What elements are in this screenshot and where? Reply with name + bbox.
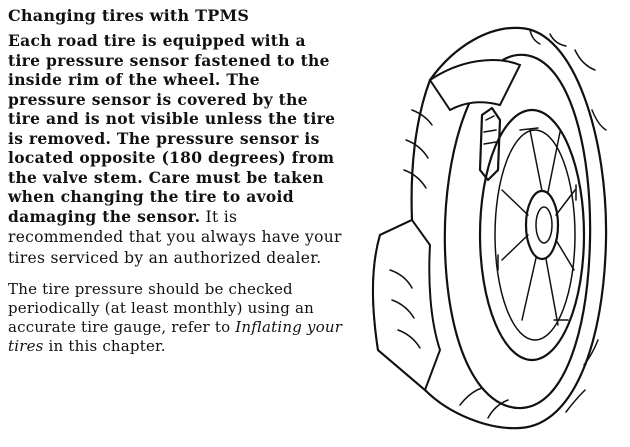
text-column: Changing tires with TPMS Each road tire …: [8, 6, 343, 356]
tire-cutaway-illustration: [370, 20, 610, 435]
inflating-tires-reference: Inflating your tires: [8, 318, 343, 355]
sensor-warning-text: Each road tire is equipped with a tire p…: [8, 31, 336, 226]
chapter-reference-text: in this chapter.: [43, 337, 166, 355]
sensor-paragraph: Each road tire is equipped with a tire p…: [8, 31, 343, 268]
section-heading: Changing tires with TPMS: [8, 6, 250, 25]
tire-sensor-icon: [371, 26, 608, 430]
service-recommendation-text: It is recommended that you always have y…: [8, 207, 342, 267]
pressure-check-text: The tire pressure should be checked peri…: [8, 280, 315, 336]
pressure-check-paragraph: The tire pressure should be checked peri…: [8, 280, 343, 356]
